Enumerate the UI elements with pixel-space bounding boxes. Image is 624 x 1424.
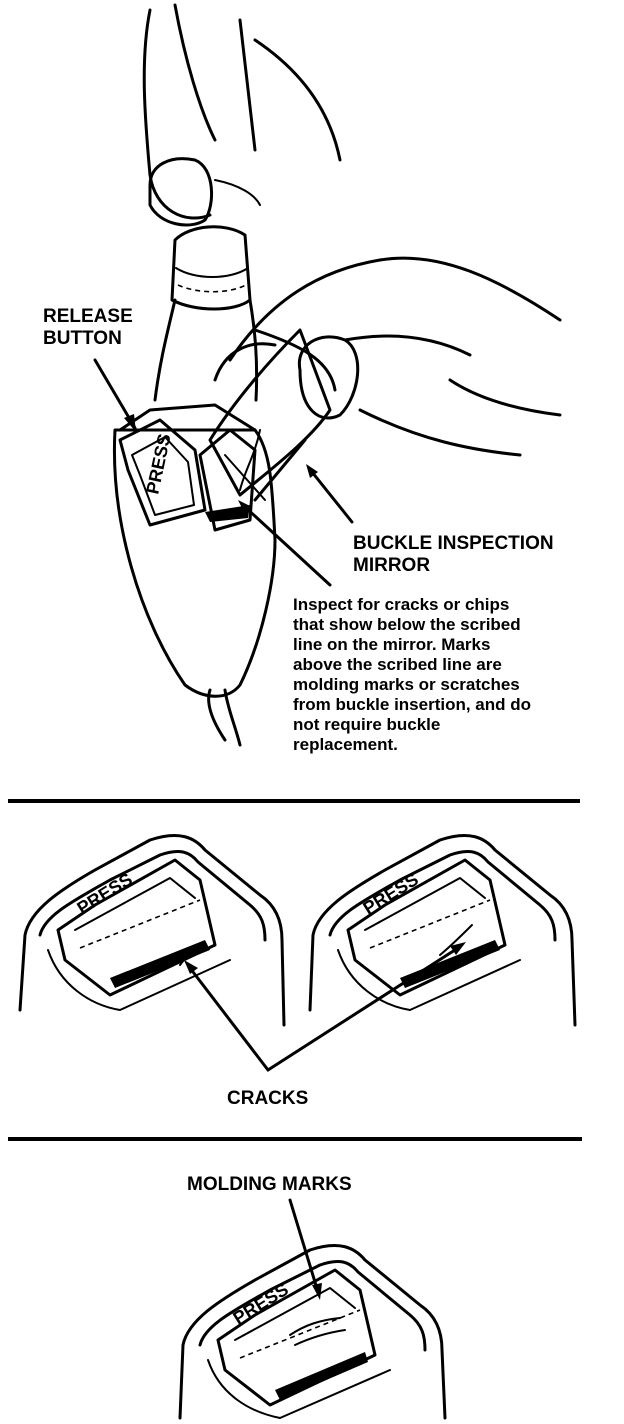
mirror-label-line2: MIRROR <box>353 555 430 576</box>
note-line: above the scribed line are <box>293 655 502 674</box>
release-button-label-line1: RELEASE <box>43 306 133 327</box>
note-line: Inspect for cracks or chips <box>293 595 509 614</box>
note-line: replacement. <box>293 735 398 754</box>
note-leader <box>238 500 330 585</box>
mirror-label-line1: BUCKLE INSPECTION <box>353 533 554 554</box>
note-line: line on the mirror. Marks <box>293 635 490 654</box>
release-button-label-line2: BUTTON <box>43 328 122 349</box>
note-line: not require buckle <box>293 715 440 734</box>
molding-marks-label: MOLDING MARKS <box>187 1174 352 1195</box>
note-line: from buckle insertion, and do <box>293 695 531 714</box>
cracked-buckle-right: PRESS <box>310 835 575 1025</box>
release-button-press-text: PRESS <box>142 432 174 496</box>
release-button-leader <box>95 360 136 432</box>
cracked-buckle-left: PRESS <box>20 835 284 1025</box>
mirror-leader <box>306 464 352 522</box>
cracks-label: CRACKS <box>227 1088 308 1109</box>
right-buckle-press-text: PRESS <box>360 869 422 918</box>
inspection-note: Inspect for cracks or chips that show be… <box>293 595 531 754</box>
bottom-buckle-press-text: PRESS <box>230 1279 292 1328</box>
note-line: molding marks or scratches <box>293 675 520 694</box>
note-line: that show below the scribed <box>293 615 521 634</box>
hand-holding-buckle-illustration: PRESS <box>114 5 560 745</box>
